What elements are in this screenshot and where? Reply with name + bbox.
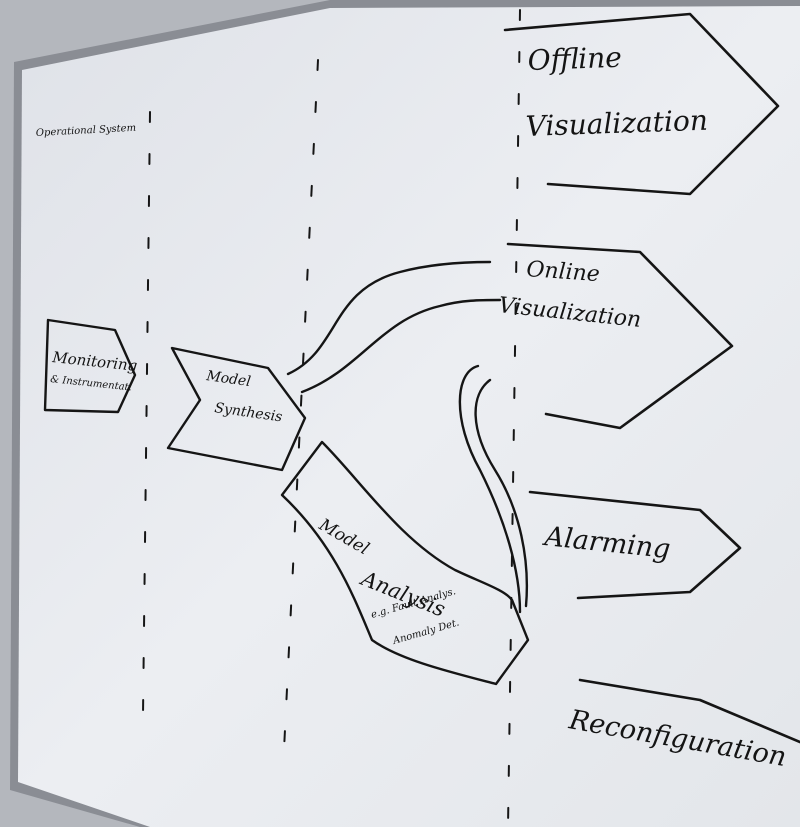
flow-synthesis-to-online-2 bbox=[300, 298, 502, 394]
flow-synthesis-to-online-1 bbox=[286, 260, 492, 376]
node-offline-visualization: Offline Visualization bbox=[503, 12, 780, 196]
lane-label-operational-system: Operational System bbox=[36, 123, 137, 139]
node-offline-visualization-label-2: Visualization bbox=[525, 104, 708, 143]
flow-connectors bbox=[286, 260, 529, 614]
whiteboard-surface bbox=[18, 6, 800, 827]
node-model-synthesis-label-1: Model bbox=[204, 368, 251, 390]
node-online-visualization-label-1: Online bbox=[526, 257, 601, 287]
node-model-synthesis: Model Synthesis bbox=[166, 346, 307, 472]
flow-to-alarming-2 bbox=[474, 378, 529, 608]
flow-to-alarming bbox=[458, 364, 522, 614]
lane-separators bbox=[142, 9, 521, 827]
node-offline-visualization-label-1: Offline bbox=[527, 41, 622, 77]
